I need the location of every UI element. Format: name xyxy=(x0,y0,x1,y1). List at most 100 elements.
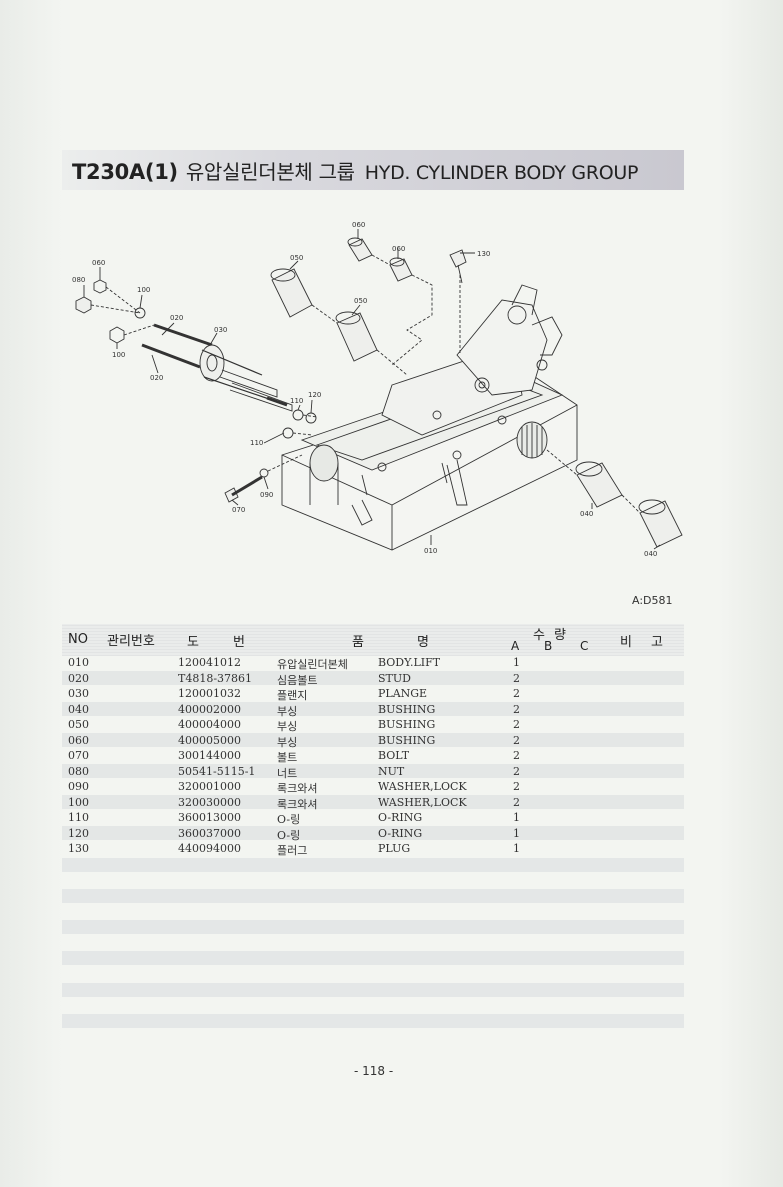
cell-part-no: 120001032 xyxy=(178,687,241,700)
callout-050-top: 050 xyxy=(290,254,303,262)
cell-name-eng: BUSHING xyxy=(378,718,436,731)
cell-name-eng: WASHER,LOCK xyxy=(378,780,467,793)
callout-040-right: 040 xyxy=(644,550,657,558)
title-english: HYD. CYLINDER BODY GROUP xyxy=(364,162,639,184)
col-header-name-1: 품 xyxy=(352,635,364,650)
cell-name-eng: PLANGE xyxy=(378,687,428,700)
cell-name-kor: 플랜지 xyxy=(277,689,308,702)
cell-no: 080 xyxy=(68,764,89,778)
cell-qty-a: 1 xyxy=(513,826,520,840)
table-row: 090 320001000 록크와셔 WASHER,LOCK 2 xyxy=(62,779,684,795)
cell-name-kor: 록크와셔 xyxy=(277,782,318,795)
row-shade xyxy=(62,764,684,778)
cell-name-eng: BUSHING xyxy=(378,702,436,716)
cell-no: 110 xyxy=(68,811,89,824)
col-header-qty-b: B xyxy=(544,639,553,653)
cell-name-kor: 유압실린더본체 xyxy=(277,658,348,671)
title-korean: 유압실린더본체 그룹 xyxy=(185,160,355,184)
cell-no: 130 xyxy=(68,842,89,855)
cell-name-eng: BUSHING xyxy=(378,733,436,747)
col-header-remarks-1: 비 xyxy=(620,635,632,650)
cell-name-kor: 플러그 xyxy=(277,844,308,857)
callout-050-mid: 050 xyxy=(354,297,367,305)
cell-qty-a: 2 xyxy=(513,687,520,700)
cell-name-eng: BODY.LIFT xyxy=(378,656,441,669)
cell-qty-a: 2 xyxy=(513,733,520,747)
cell-name-eng: O-RING xyxy=(378,826,423,840)
callout-070: 070 xyxy=(232,506,245,514)
table-row: 030 120001032 플랜지 PLANGE 2 xyxy=(62,686,684,702)
cell-name-eng: STUD xyxy=(378,671,411,685)
col-header-qty-2: 량 xyxy=(554,628,566,643)
callout-100-top: 100 xyxy=(137,286,150,294)
cell-name-eng: NUT xyxy=(378,764,405,778)
cell-name-kor: 부싱 xyxy=(277,720,298,733)
callout-010: 010 xyxy=(424,547,437,555)
page-number: - 118 - xyxy=(354,1064,394,1078)
cell-no: 030 xyxy=(68,687,89,700)
cell-name-kor: O-링 xyxy=(277,813,301,826)
empty-row-shade xyxy=(62,889,684,903)
col-header-no: NO xyxy=(68,632,88,647)
title-bar xyxy=(62,150,684,190)
cell-part-no: 400005000 xyxy=(178,733,241,747)
cell-qty-a: 1 xyxy=(513,811,520,824)
callout-110-top: 110 xyxy=(290,397,303,405)
empty-row-shade xyxy=(62,1014,684,1028)
row-shade xyxy=(62,702,684,716)
cell-part-no: 400004000 xyxy=(178,718,241,731)
callout-090: 090 xyxy=(260,491,273,499)
col-header-mgmt-no: 관리번호 xyxy=(107,634,155,649)
cell-qty-a: 1 xyxy=(513,842,520,855)
callout-130: 130 xyxy=(477,250,490,258)
cell-name-kor: 볼트 xyxy=(277,751,298,764)
cell-qty-a: 2 xyxy=(513,671,520,685)
cell-name-kor: O-링 xyxy=(277,828,301,842)
cell-part-no: 320030000 xyxy=(178,795,241,809)
callout-110-bottom: 110 xyxy=(250,439,263,447)
cell-part-no: 440094000 xyxy=(178,842,241,855)
cell-no: 020 xyxy=(68,671,89,685)
cell-name-kor: 록크와셔 xyxy=(277,797,318,811)
page-title: T230A(1) 유압실린더본체 그룹 HYD. CYLINDER BODY GRO… xyxy=(72,156,638,185)
exploded-parts-diagram: 060 060 130 050 050 060 080 100 020 030 … xyxy=(72,221,683,558)
callout-060-top: 060 xyxy=(352,221,365,229)
cell-name-eng: WASHER,LOCK xyxy=(378,795,467,809)
table-row: 050 400004000 부싱 BUSHING 2 xyxy=(62,717,684,733)
empty-row-shade xyxy=(62,858,684,872)
cell-no: 100 xyxy=(68,795,89,809)
title-code: T230A(1) xyxy=(72,160,178,184)
cell-part-no: 120041012 xyxy=(178,656,241,669)
callout-020-bottom: 020 xyxy=(150,374,163,382)
figure-reference: A:D581 xyxy=(632,594,673,607)
cell-no: 050 xyxy=(68,718,89,731)
cell-no: 090 xyxy=(68,780,89,793)
cell-qty-a: 2 xyxy=(513,718,520,731)
col-header-name-2: 명 xyxy=(417,635,429,650)
row-shade xyxy=(62,826,684,840)
col-header-qty-1: 수 xyxy=(533,628,545,643)
col-header-qty-a: A xyxy=(511,639,520,653)
cell-no: 120 xyxy=(68,826,89,840)
callout-040-left: 040 xyxy=(580,510,593,518)
cell-part-no: 320001000 xyxy=(178,780,241,793)
col-header-qty-c: C xyxy=(580,639,589,653)
table-header-bar xyxy=(62,624,684,656)
callout-030: 030 xyxy=(214,326,227,334)
row-shade xyxy=(62,671,684,685)
cell-qty-a: 2 xyxy=(513,780,520,793)
cell-name-eng: PLUG xyxy=(378,842,411,855)
row-shade xyxy=(62,795,684,809)
cell-part-no: T4818-37861 xyxy=(178,671,253,685)
empty-row-shade xyxy=(62,951,684,965)
callout-060-right: 060 xyxy=(392,245,405,253)
parts-table: 010 120041012 유압실린더본체 BODY.LIFT 1 020 T4818-3… xyxy=(62,655,684,857)
col-header-drawing-1: 도 xyxy=(187,635,199,650)
cell-no: 010 xyxy=(68,656,89,669)
